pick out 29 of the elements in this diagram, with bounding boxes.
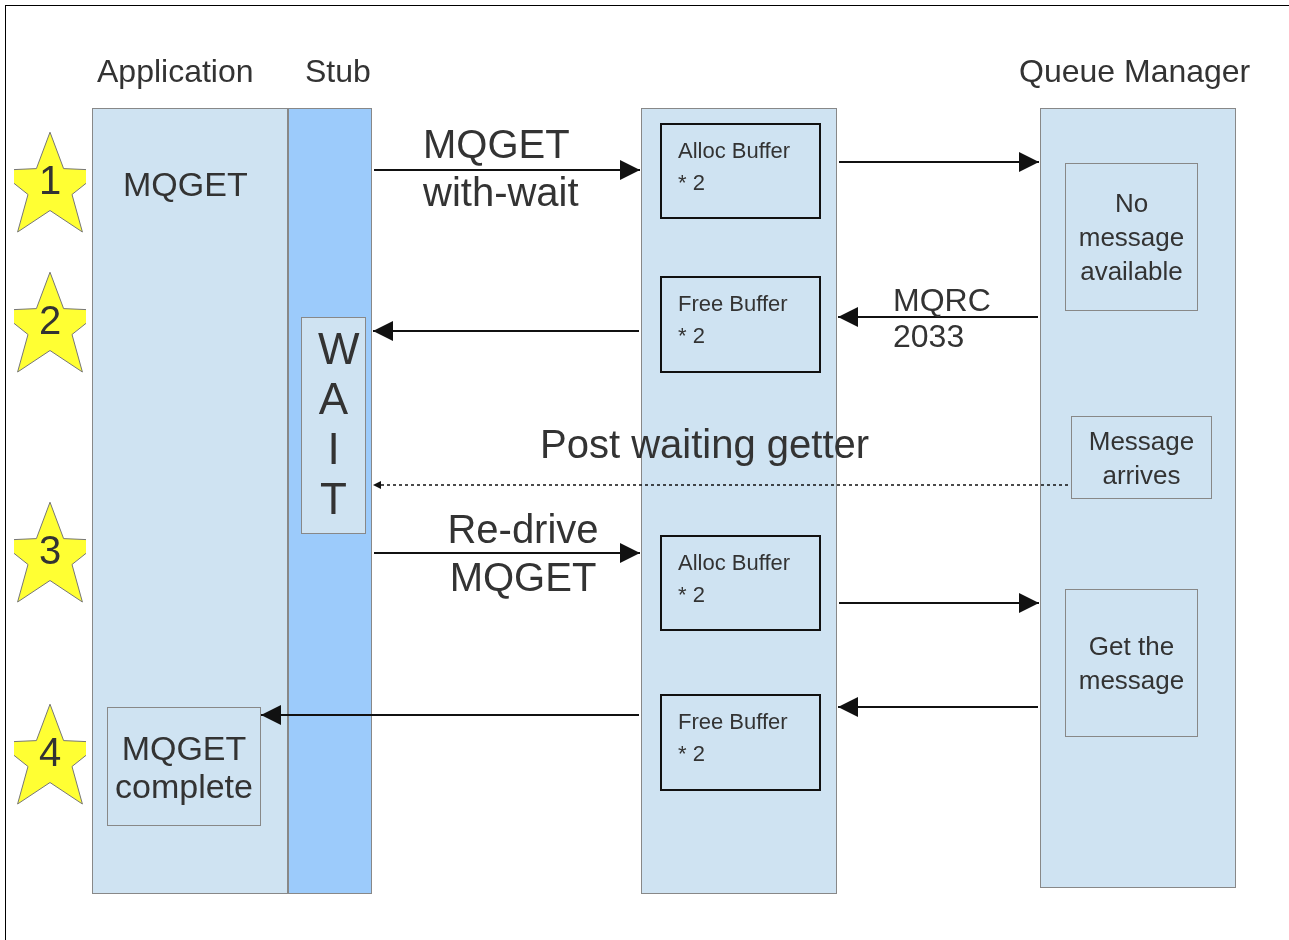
edge-label: MQGET with-wait — [423, 121, 580, 216]
process-box: Get the message — [1065, 589, 1198, 737]
arrow — [373, 543, 641, 563]
column-heading: Application — [97, 53, 254, 90]
column-heading: Stub — [305, 53, 371, 90]
arrow — [837, 697, 1039, 717]
process-box: Free Buffer * 2 — [660, 276, 821, 373]
arrow — [372, 321, 640, 341]
wait-box: WAIT — [301, 317, 366, 534]
process-box: Alloc Buffer * 2 — [660, 535, 821, 631]
process-box: MQGET complete — [107, 707, 261, 826]
process-box: Message arrives — [1071, 416, 1212, 499]
step-number: 4 — [37, 730, 63, 775]
step-number: 3 — [37, 528, 63, 573]
step-number: 1 — [37, 158, 63, 203]
call-label: MQGET — [123, 165, 248, 204]
column-heading: Queue Manager — [1019, 53, 1251, 90]
arrow — [838, 593, 1040, 613]
process-box: Free Buffer * 2 — [660, 694, 821, 791]
process-box: No message available — [1065, 163, 1198, 311]
step-number: 2 — [37, 298, 63, 343]
edge-label: MQRC 2033 — [893, 282, 992, 354]
arrow — [837, 307, 1039, 327]
process-box: Alloc Buffer * 2 — [660, 123, 821, 219]
dashed-arrow — [372, 481, 1069, 489]
edge-label: Re-drive MQGET — [446, 506, 600, 601]
arrow — [838, 152, 1040, 172]
arrow — [260, 705, 640, 725]
arrow — [373, 160, 641, 180]
